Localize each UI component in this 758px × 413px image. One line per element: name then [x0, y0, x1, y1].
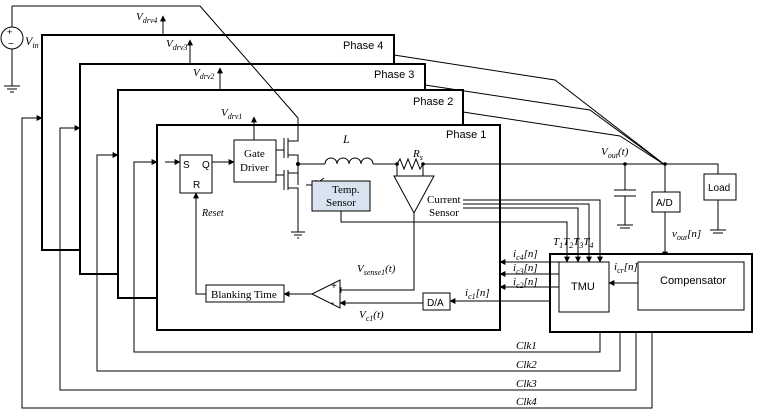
- svg-text:Sensor: Sensor: [429, 207, 459, 219]
- clk4-label: Clk4: [516, 396, 537, 408]
- svg-text:Load: Load: [708, 183, 730, 194]
- temp-labels: T1T2T3T4: [553, 236, 594, 250]
- compensator-block: [637, 261, 745, 311]
- ic4-label: ic4[n]: [513, 248, 538, 262]
- phase-output-wires: [393, 54, 666, 166]
- clk2-label: Clk2: [516, 359, 537, 371]
- svg-text:Current: Current: [427, 194, 461, 206]
- temp-sensor-block: Temp. Sensor: [306, 177, 371, 212]
- ad-converter: A/D: [651, 164, 681, 258]
- svg-text:−: −: [8, 39, 14, 50]
- da-converter: D/A: [422, 292, 451, 311]
- output-capacitor: [614, 164, 636, 229]
- phase-3-label: Phase 3: [374, 69, 414, 81]
- svg-text:Driver: Driver: [240, 162, 269, 174]
- power-switches: [199, 5, 305, 239]
- svg-text:R: R: [193, 180, 200, 191]
- vin-label: Vin: [25, 34, 39, 50]
- svg-text:D/A: D/A: [427, 298, 444, 309]
- current-sensor: Current Sensor: [393, 164, 461, 219]
- vc-label: Vc1(t): [359, 309, 384, 323]
- blanking-time-block: Blanking Time: [205, 284, 285, 303]
- ic1-da-label: ic1[n]: [465, 287, 490, 301]
- clk1-label: Clk1: [516, 340, 537, 352]
- clk3-label: Clk3: [516, 378, 537, 390]
- svg-text:Blanking Time: Blanking Time: [211, 289, 277, 301]
- input-voltage-source: + − Vin: [0, 5, 200, 93]
- load-block: Load: [665, 163, 737, 234]
- svg-text:Q: Q: [202, 160, 210, 171]
- controller-block: TMU Compensator icr[n]: [549, 253, 753, 333]
- clock-lines: [21, 115, 653, 409]
- svg-text:Temp.: Temp.: [332, 184, 360, 196]
- comparator: + -: [310, 279, 341, 309]
- inductor-label: L: [342, 132, 350, 146]
- phase-1-label: Phase 1: [446, 129, 486, 141]
- svg-text:Rs: Rs: [412, 148, 423, 162]
- vout-label: Vout(t): [601, 146, 629, 160]
- svg-text:S: S: [183, 160, 190, 171]
- svg-text:TMU: TMU: [571, 281, 595, 293]
- phase-4-label: Phase 4: [343, 40, 383, 52]
- tmu-block: [558, 261, 610, 313]
- icr-label: icr[n]: [614, 261, 638, 275]
- sense-resistor: Rs: [396, 148, 424, 171]
- temperature-lines: [340, 199, 603, 263]
- vout-n-label: vout[n]: [672, 228, 701, 242]
- svg-text:Gate: Gate: [244, 148, 265, 160]
- reset-label: Reset: [201, 208, 224, 219]
- current-lines: [499, 259, 559, 290]
- svg-text:-: -: [331, 298, 334, 309]
- vsense-label: Vsense1(t): [357, 263, 396, 277]
- svg-text:Compensator: Compensator: [660, 275, 726, 287]
- gate-driver-block: Gate Driver: [233, 139, 277, 183]
- svg-text:+: +: [7, 27, 12, 37]
- vdrv4-label: Vdrv4: [136, 11, 157, 25]
- svg-text:A/D: A/D: [656, 198, 673, 209]
- ic2-label: ic2[n]: [513, 276, 538, 290]
- inductor: L: [298, 132, 374, 165]
- svg-text:+: +: [331, 281, 337, 292]
- ic3-label: ic3[n]: [513, 262, 538, 276]
- svg-text:Sensor: Sensor: [326, 197, 356, 209]
- phase-2-label: Phase 2: [413, 96, 453, 108]
- sr-latch: S Q R: [179, 154, 213, 194]
